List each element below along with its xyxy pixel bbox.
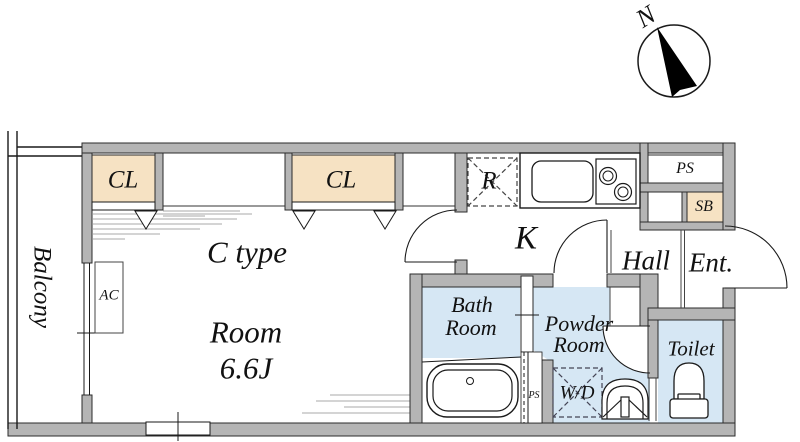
- wall-ps-bottom: [639, 182, 736, 193]
- tub-platform-edge: [421, 356, 522, 363]
- wall-left-lower: [81, 394, 93, 424]
- doors: [404, 209, 788, 374]
- wall-bath-left: [409, 273, 423, 424]
- powder-label-2: Room: [553, 332, 605, 357]
- wall-left-upper: [81, 152, 93, 264]
- kitchen-label: K: [514, 220, 538, 257]
- wall-closet-pillar-3: [394, 152, 404, 211]
- shoe-box: [686, 191, 724, 223]
- bathtub-inner: [432, 369, 513, 412]
- kitchen-sink: [531, 160, 594, 203]
- wall-bottom: [7, 422, 736, 437]
- air-conditioner-box: [94, 261, 124, 334]
- wall-room-kitchen-upper: [454, 152, 468, 213]
- refrigerator-label: R: [481, 167, 497, 195]
- powder-door-swing-area: [603, 326, 650, 373]
- service-boxes: [647, 154, 724, 223]
- room-label: Room: [209, 314, 283, 350]
- bath-powder-partition: [520, 275, 534, 353]
- closet-doors: [91, 201, 397, 230]
- refrigerator-space: [467, 157, 518, 207]
- wall-toilet-left: [647, 319, 659, 379]
- storage-fills: [91, 154, 396, 203]
- wall-closet-pillar-2: [284, 152, 293, 211]
- burner-1-inner: [602, 170, 614, 182]
- room-size-label: 6.6J: [219, 350, 273, 386]
- room-door-arc: [404, 209, 458, 263]
- wall-ps-wd-divider: [541, 359, 554, 424]
- closet-2-box: [291, 154, 396, 203]
- kitchen-door-arc: [553, 219, 608, 274]
- powder-label-1: Powder: [544, 311, 614, 336]
- closet-1-label: CL: [107, 166, 139, 194]
- wall-toilet-top: [647, 307, 736, 321]
- closet-2-label: CL: [325, 166, 357, 194]
- wall-kitchen-bottom-right: [606, 273, 641, 288]
- closet-1-box: [91, 154, 156, 203]
- entrance-label: Ent.: [688, 247, 734, 278]
- tub-drain: [466, 377, 474, 385]
- burner-1: [598, 166, 618, 186]
- pipe-shaft: [520, 351, 543, 424]
- wall-sb-divider: [681, 191, 688, 223]
- balcony-label: Balcony: [28, 246, 56, 328]
- bathtub-outer: [426, 363, 519, 418]
- wall-hall-top: [639, 221, 736, 231]
- toilet-fixture: [669, 362, 709, 419]
- unit-type-label: C type: [206, 234, 288, 270]
- kitchen-fixtures: [467, 152, 641, 209]
- toilet-label: Toilet: [667, 336, 715, 361]
- bottom-window: [145, 412, 211, 441]
- compass: [637, 24, 711, 98]
- hall-cabinet: [647, 191, 683, 223]
- floor-hatch-lines: [93, 210, 410, 414]
- washer-dryer-space: [552, 367, 603, 418]
- wall-closet-pillar-1: [154, 152, 164, 211]
- bath-floor: [422, 287, 520, 358]
- hall-label: Hall: [621, 245, 671, 276]
- powder-door-arc: [602, 325, 651, 374]
- balcony-window: [77, 263, 96, 395]
- burner-2-inner: [617, 186, 629, 198]
- compass-circle: [637, 24, 711, 98]
- floor-edge-lines: [609, 230, 685, 421]
- ps-small-label: PS: [528, 390, 540, 401]
- wall-top: [81, 142, 736, 154]
- north-needle: [657, 27, 697, 97]
- balcony-rail: [7, 131, 82, 429]
- burner-2: [613, 182, 633, 202]
- ps-label: PS: [676, 160, 694, 177]
- walls: [7, 142, 736, 437]
- wall-right-upper: [722, 142, 736, 231]
- air-conditioner-label: AC: [99, 287, 119, 304]
- entrance-door-arc: [724, 225, 788, 289]
- bath-label-1: Bath: [451, 292, 493, 317]
- washer-dryer-label: W/D: [559, 382, 595, 404]
- bath-fixtures: [421, 356, 522, 418]
- ps-box: [647, 154, 724, 184]
- shoe-box-label: SB: [695, 198, 713, 215]
- bath-label-2: Room: [445, 315, 497, 340]
- washbasin: [601, 378, 649, 420]
